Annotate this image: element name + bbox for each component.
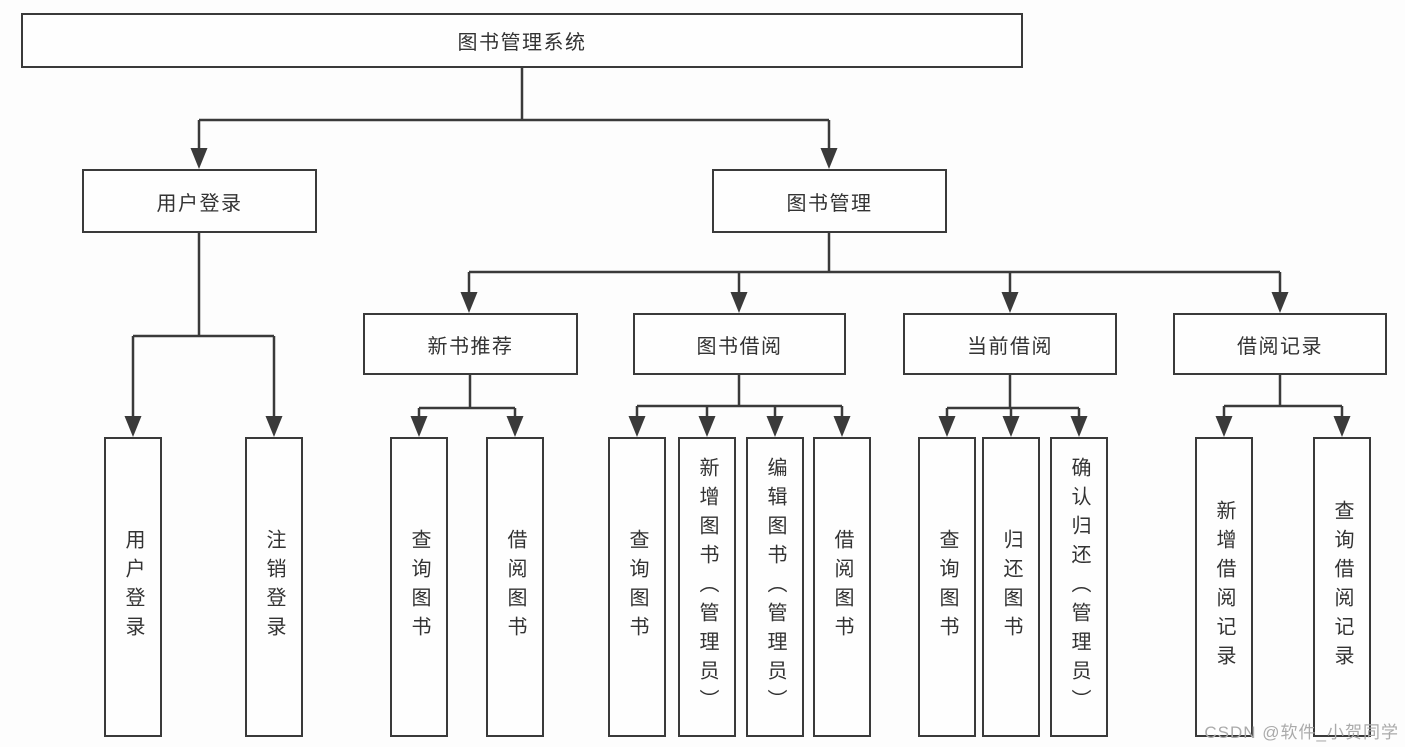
arrow-icon bbox=[460, 292, 478, 313]
leaf-add-book-admin: 新增图书（管理员） bbox=[678, 437, 736, 737]
node-borrow-records: 借阅记录 bbox=[1173, 313, 1387, 375]
leaf-borrow-books-recommend-label: 借阅图书 bbox=[504, 529, 526, 645]
arrow-icon bbox=[833, 416, 851, 437]
leaf-edit-book-admin: 编辑图书（管理员） bbox=[746, 437, 804, 737]
arrow-icon bbox=[1002, 416, 1020, 437]
arrow-icon bbox=[730, 292, 748, 313]
arrow-icon bbox=[506, 416, 524, 437]
arrow-icon bbox=[698, 416, 716, 437]
arrow-icon bbox=[628, 416, 646, 437]
node-book-borrowing: 图书借阅 bbox=[633, 313, 846, 375]
leaf-logout: 注销登录 bbox=[245, 437, 303, 737]
arrow-icon bbox=[1001, 292, 1019, 313]
leaf-query-books-borrowing: 查询图书 bbox=[608, 437, 666, 737]
arrow-icon bbox=[410, 416, 428, 437]
leaf-add-book-admin-label: 新增图书（管理员） bbox=[696, 456, 718, 718]
arrow-icon bbox=[190, 148, 208, 169]
leaf-borrow-books-recommend: 借阅图书 bbox=[486, 437, 544, 737]
arrow-icon bbox=[820, 148, 838, 169]
node-current-borrowing-label: 当前借阅 bbox=[967, 335, 1053, 358]
leaf-user-login-label: 用户登录 bbox=[122, 529, 144, 645]
leaf-query-borrow-record-label: 查询借阅记录 bbox=[1331, 500, 1353, 674]
node-current-borrowing: 当前借阅 bbox=[903, 313, 1117, 375]
node-book-management: 图书管理 bbox=[712, 169, 947, 233]
node-root: 图书管理系统 bbox=[21, 13, 1023, 68]
leaf-user-login: 用户登录 bbox=[104, 437, 162, 737]
node-book-borrowing-label: 图书借阅 bbox=[696, 335, 783, 358]
leaf-edit-book-admin-label: 编辑图书（管理员） bbox=[764, 456, 786, 718]
node-root-label: 图书管理系统 bbox=[457, 32, 587, 54]
arrow-icon bbox=[766, 416, 784, 437]
leaf-query-books-borrowing-label: 查询图书 bbox=[626, 529, 648, 645]
leaf-return-book: 归还图书 bbox=[982, 437, 1040, 737]
arrow-icon bbox=[1333, 416, 1351, 437]
leaf-query-books-current-label: 查询图书 bbox=[936, 529, 958, 645]
arrowheads bbox=[124, 148, 1351, 437]
leaf-add-borrow-record-label: 新增借阅记录 bbox=[1213, 500, 1235, 674]
node-new-book-recommend-label: 新书推荐 bbox=[427, 335, 514, 358]
leaf-query-books-current: 查询图书 bbox=[918, 437, 976, 737]
leaf-confirm-return-admin: 确认归还（管理员） bbox=[1050, 437, 1108, 737]
arrow-icon bbox=[265, 416, 283, 437]
arrow-icon bbox=[1070, 416, 1088, 437]
node-borrow-records-label: 借阅记录 bbox=[1237, 335, 1323, 358]
leaf-return-book-label: 归还图书 bbox=[1000, 529, 1022, 645]
leaf-add-borrow-record: 新增借阅记录 bbox=[1195, 437, 1253, 737]
arrow-icon bbox=[1271, 292, 1289, 313]
leaf-logout-label: 注销登录 bbox=[263, 529, 285, 645]
leaf-confirm-return-admin-label: 确认归还（管理员） bbox=[1068, 456, 1090, 718]
node-user-login: 用户登录 bbox=[82, 169, 317, 233]
arrow-icon bbox=[1215, 416, 1233, 437]
leaf-query-books-recommend-label: 查询图书 bbox=[408, 529, 430, 645]
node-user-login-label: 用户登录 bbox=[156, 192, 243, 215]
node-book-management-label: 图书管理 bbox=[786, 192, 873, 215]
leaf-query-borrow-record: 查询借阅记录 bbox=[1313, 437, 1371, 737]
leaf-borrow-books-label: 借阅图书 bbox=[831, 529, 853, 645]
leaf-query-books-recommend: 查询图书 bbox=[390, 437, 448, 737]
node-new-book-recommend: 新书推荐 bbox=[363, 313, 578, 375]
arrow-icon bbox=[124, 416, 142, 437]
arrow-icon bbox=[938, 416, 956, 437]
connector-stems bbox=[131, 68, 1344, 418]
leaf-borrow-books: 借阅图书 bbox=[813, 437, 871, 737]
